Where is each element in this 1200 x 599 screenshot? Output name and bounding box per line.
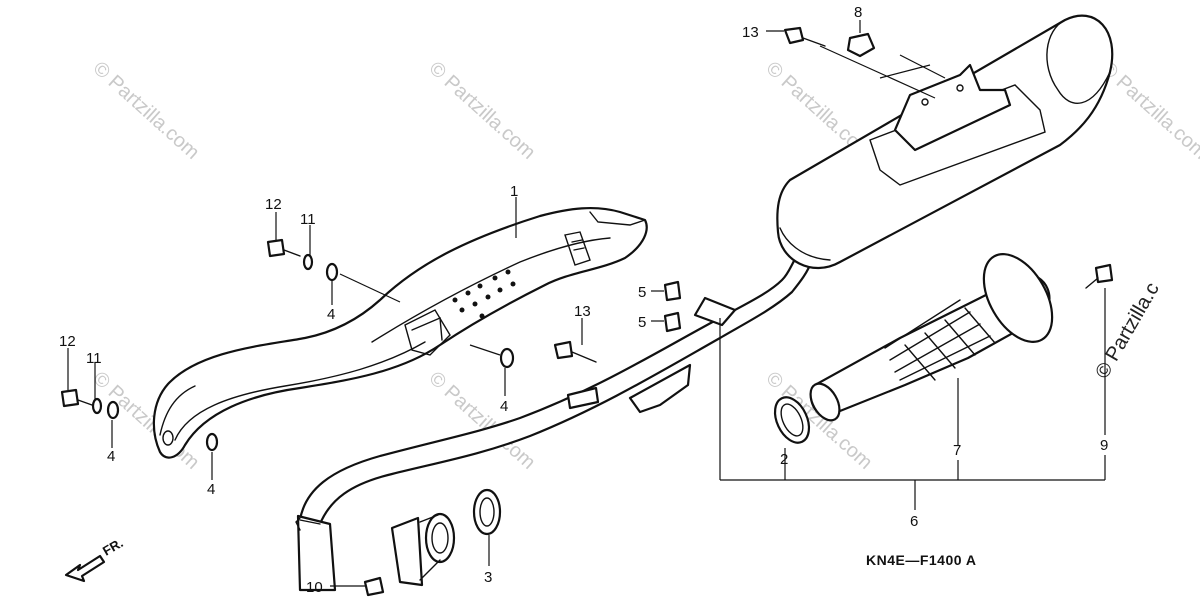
exhaust-flange bbox=[390, 512, 456, 587]
bolt-12-lower bbox=[60, 388, 80, 408]
callout-12-upper: 12 bbox=[265, 196, 282, 213]
washer-11-lower bbox=[91, 397, 103, 415]
gasket-3 bbox=[472, 488, 502, 536]
callout-5-a: 5 bbox=[638, 284, 646, 301]
callout-12-lower: 12 bbox=[59, 333, 76, 350]
callout-7: 7 bbox=[953, 442, 961, 459]
callout-11-lower: 11 bbox=[86, 350, 102, 367]
callout-10: 10 bbox=[306, 579, 323, 596]
hardware bbox=[60, 26, 1114, 597]
callouts: 13 8 1 12 11 4 12 11 4 4 4 13 5 5 2 7 9 … bbox=[59, 4, 1108, 596]
gasket-3-inner bbox=[479, 497, 495, 527]
washer-4-lower bbox=[106, 400, 120, 420]
callout-3: 3 bbox=[484, 569, 492, 586]
front-direction-arrow: FR. bbox=[64, 535, 126, 583]
washer-11-upper bbox=[302, 253, 314, 271]
callout-6: 6 bbox=[910, 513, 918, 530]
callout-4-lower: 4 bbox=[107, 448, 115, 465]
watermark-2: © Partzilla.com bbox=[425, 57, 540, 164]
muffler bbox=[776, 14, 1114, 269]
washer-4-upper bbox=[325, 262, 339, 282]
callout-1: 1 bbox=[510, 183, 518, 200]
heat-shield bbox=[152, 206, 648, 459]
callout-11-upper: 11 bbox=[300, 211, 316, 228]
watermark-1: © Partzilla.com bbox=[89, 57, 204, 164]
bolt-12-upper bbox=[266, 238, 286, 258]
callout-8: 8 bbox=[854, 4, 862, 21]
leader-lines bbox=[67, 20, 1106, 587]
callout-13-top: 13 bbox=[742, 24, 759, 41]
clip-5a bbox=[663, 280, 682, 302]
gasket-2 bbox=[773, 396, 811, 444]
front-direction-label: FR. bbox=[100, 535, 126, 558]
callout-5-b: 5 bbox=[638, 314, 646, 331]
spark-arrester bbox=[809, 253, 1054, 422]
bolt-9 bbox=[1094, 263, 1114, 284]
bolt-13-top bbox=[783, 26, 805, 45]
diagram-code: KN4E—F1400 A bbox=[866, 552, 977, 568]
washer-4-heat-shield bbox=[205, 432, 219, 452]
callout-9: 9 bbox=[1100, 437, 1108, 454]
nut-8 bbox=[846, 32, 876, 58]
bolt-10 bbox=[363, 576, 385, 597]
clip-5b bbox=[663, 311, 682, 333]
callout-2: 2 bbox=[780, 451, 788, 468]
side-watermark: © Partzilla.c bbox=[1091, 279, 1164, 383]
callout-13-mid: 13 bbox=[574, 303, 591, 320]
washer-4-mid bbox=[499, 347, 515, 369]
callout-4-heat-shield: 4 bbox=[207, 481, 215, 498]
callout-4-mid: 4 bbox=[500, 398, 508, 415]
gasket-2-inner bbox=[780, 403, 804, 437]
bolt-13-mid bbox=[553, 340, 574, 360]
callout-4-upper: 4 bbox=[327, 306, 335, 323]
watermark-4: © Partzilla.com bbox=[1097, 57, 1200, 164]
